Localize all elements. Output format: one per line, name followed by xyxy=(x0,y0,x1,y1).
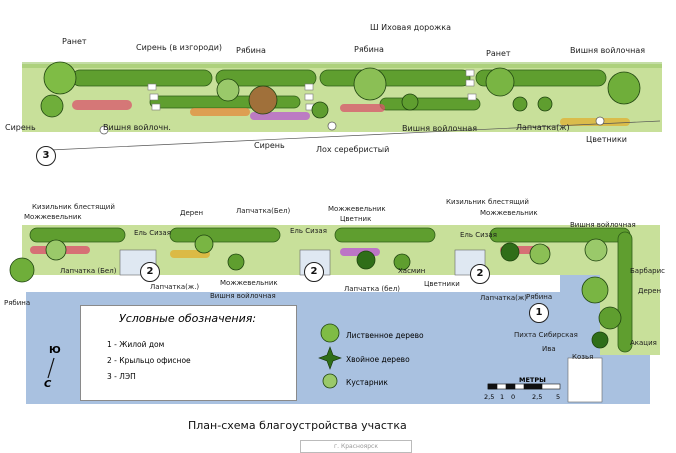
stamp: г. Красноярск xyxy=(300,440,412,453)
scale-mark-3: 2,5 xyxy=(532,393,543,401)
marker-3: 3 xyxy=(36,146,56,166)
label-lapchatka-bel-top: Лапчатка(Бел) xyxy=(236,207,291,215)
label-kizilnik-right: Кизильник блестящий xyxy=(446,198,529,206)
label-vishnya-right-bottom: Вишня войлочная xyxy=(570,221,636,229)
label-mozhzh-right: Можжевельник xyxy=(480,209,538,217)
label-mozhzh-mid: Можжевельник xyxy=(328,205,386,213)
label-el-1: Ель Сизая xyxy=(134,229,171,237)
label-el-2: Ель Сизая xyxy=(290,227,327,235)
label-lapchatka-top: Лапчатка(ж) xyxy=(516,123,570,132)
plan-caption: План-схема благоустройства участка xyxy=(188,419,407,432)
legend-label-conifer: Хвойное дерево xyxy=(346,355,410,364)
label-ryabina-1: Рябина xyxy=(236,46,266,55)
legend-label-deciduous: Лиственное дерево xyxy=(346,331,424,340)
top-flowerbeds xyxy=(72,100,630,126)
scale-mark-2: 0 xyxy=(511,393,516,401)
scale-mark-1: 1 xyxy=(500,393,505,401)
label-el-3: Ель Сизая xyxy=(460,231,497,239)
legend-item-house: 1 - Жилой дом xyxy=(107,340,165,349)
label-cvetniki-bottom: Цветники xyxy=(424,280,460,288)
label-vishnya-low: Вишня войлочная xyxy=(210,292,276,300)
marker-1: 1 xyxy=(529,303,549,323)
marker-2c: 2 xyxy=(470,264,490,284)
label-mozhzh-low: Можжевельник xyxy=(220,279,278,287)
label-ranet-left: Ранет xyxy=(62,37,87,46)
legend-box: Условные обозначения: 1 - Жилой дом 2 - … xyxy=(80,305,297,401)
legend-item-power-line: 3 - ЛЭП xyxy=(107,372,136,381)
shrub-icon xyxy=(322,373,338,389)
house-outline xyxy=(567,357,603,403)
label-pihta: Пихта Сибирская xyxy=(514,331,578,339)
bottom-trees xyxy=(9,234,622,349)
scale-title: МЕТРЫ xyxy=(519,376,546,384)
conifer-tree-icon xyxy=(318,346,342,370)
label-cvetniki-top: Цветники xyxy=(586,135,627,144)
label-akaciya: Акация xyxy=(630,339,657,347)
label-vishnya-right: Вишня войлочная xyxy=(570,46,646,55)
legend-label-shrub: Кустарник xyxy=(346,378,388,387)
label-ranet-right: Ранет xyxy=(486,49,511,58)
label-kozya: Козья xyxy=(572,353,594,361)
label-mozhzh-left: Можжевельник xyxy=(24,213,82,221)
label-hasmin: Хасмин xyxy=(398,267,426,275)
compass-south-label: С xyxy=(44,379,52,390)
label-cvetnik-mid: Цветник xyxy=(340,215,372,223)
compass-arrow xyxy=(47,357,55,379)
label-vishnya-left: Вишня войлочн. xyxy=(103,123,171,132)
marker-2a: 2 xyxy=(140,262,160,282)
label-loh: Лох серебристый xyxy=(316,145,390,154)
bottom-hedges xyxy=(29,227,633,353)
label-barbaris: Барбарис xyxy=(630,267,665,275)
label-lapchatka-bel-mid: Лапчатка (бел) xyxy=(344,285,400,293)
label-deren-right: Дерен xyxy=(638,287,662,295)
label-lapchatka-bel-left: Лапчатка (Бел) xyxy=(60,267,117,275)
label-path: Ш Иховая дорожка xyxy=(370,23,452,32)
label-lapchatka-zh: Лапчатка(ж.) xyxy=(150,283,200,291)
label-siren-left: Сирень xyxy=(5,123,36,132)
legend-title: Условные обозначения: xyxy=(119,312,257,325)
label-siren-hedge: Сирень (в изгороди) xyxy=(136,43,223,52)
label-iva: Ива xyxy=(542,345,556,353)
label-ryabina-2: Рябина xyxy=(354,45,384,54)
deciduous-tree-icon xyxy=(320,323,340,343)
label-siren-mid: Сирень xyxy=(254,141,285,150)
porches xyxy=(119,249,486,276)
marker-2b: 2 xyxy=(304,262,324,282)
power-line xyxy=(49,116,661,151)
scale-mark-4: 5 xyxy=(556,393,561,401)
label-lapchatka-zh-right: Лапчатка(ж) xyxy=(480,294,527,302)
compass-north-label: Ю xyxy=(49,345,61,356)
legend-item-porch: 2 - Крыльцо офисное xyxy=(107,356,191,365)
label-kizilnik-left: Кизильник блестящий xyxy=(32,203,115,211)
label-ryabina-left: Рябина xyxy=(4,299,31,307)
label-deren-left: Дерен xyxy=(180,209,204,217)
label-ryabina-right: Рябина xyxy=(526,293,553,301)
scale-bar xyxy=(487,383,561,390)
label-vishnya-mid: Вишня войлочная xyxy=(402,124,478,133)
top-trees xyxy=(40,61,641,119)
scale-mark-0: 2,5 xyxy=(484,393,495,401)
